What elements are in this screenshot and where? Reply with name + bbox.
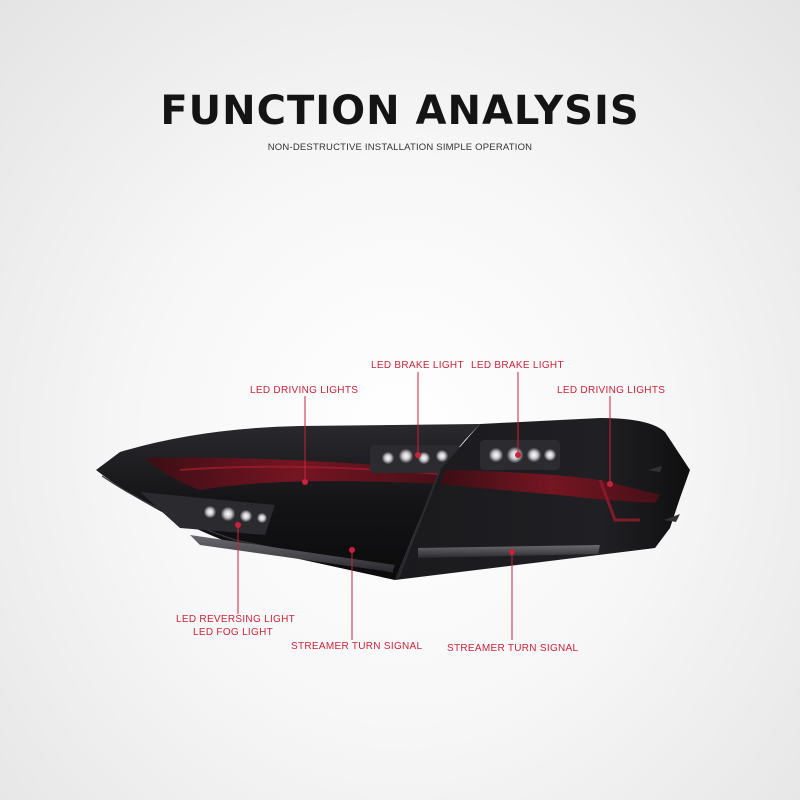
marker-dot (515, 452, 521, 458)
callout-streamer-turn-left: STREAMER TURN SIGNAL (291, 641, 423, 652)
marker-dot (302, 479, 308, 485)
callout-markers (237, 372, 611, 640)
callout-driving-lights-right: LED DRIVING LIGHTS (557, 385, 666, 396)
marker-dot (509, 549, 515, 555)
page-title: FUNCTION ANALYSIS (160, 88, 640, 134)
left-tail-lamp (96, 424, 480, 580)
marker-dot (607, 481, 613, 487)
callout-driving-lights-left: LED DRIVING LIGHTS (250, 385, 359, 396)
right-streamer-strip (418, 545, 600, 558)
reversing-fog-led-cluster (140, 492, 275, 535)
marker-dot (235, 522, 241, 528)
callout-fog-light: LED FOG LIGHT (193, 627, 274, 638)
callout-brake-light-right: LED BRAKE LIGHT (471, 360, 564, 371)
page-subtitle: NON-DESTRUCTIVE INSTALLATION SIMPLE OPER… (267, 142, 533, 153)
callout-reversing-light: LED REVERSING LIGHT (176, 614, 296, 625)
marker-dot (415, 452, 421, 458)
marker-dot (349, 547, 355, 553)
callout-streamer-turn-right: STREAMER TURN SIGNAL (447, 643, 579, 654)
callout-brake-light-left: LED BRAKE LIGHT (371, 360, 464, 371)
left-streamer-strip (190, 535, 395, 572)
